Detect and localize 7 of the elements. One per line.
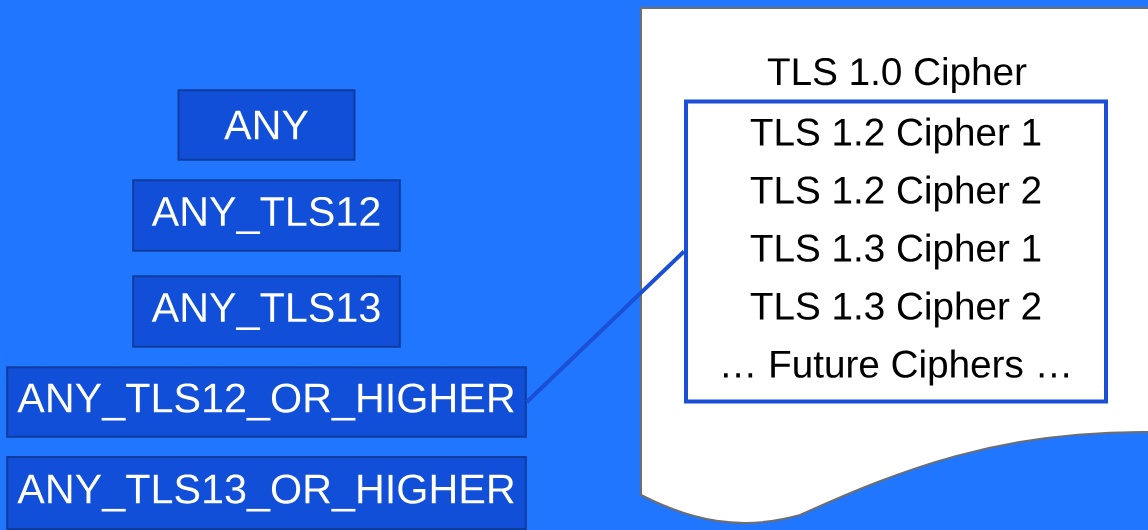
option-box: ANY_TLS13_OR_HIGHER [6,456,527,530]
option-box: ANY_TLS12 [132,179,401,252]
option-box: ANY_TLS13 [132,275,401,348]
connector-line [525,250,686,404]
option-box: ANY_TLS12_OR_HIGHER [6,366,527,438]
cipher-list-box: TLS 1.2 Cipher 1 TLS 1.2 Cipher 2 TLS 1.3 Cipher 1 TLS 1.3 Cipher 2 … Future Ciphers … [684,99,1108,404]
option-box: ANY [177,89,356,161]
